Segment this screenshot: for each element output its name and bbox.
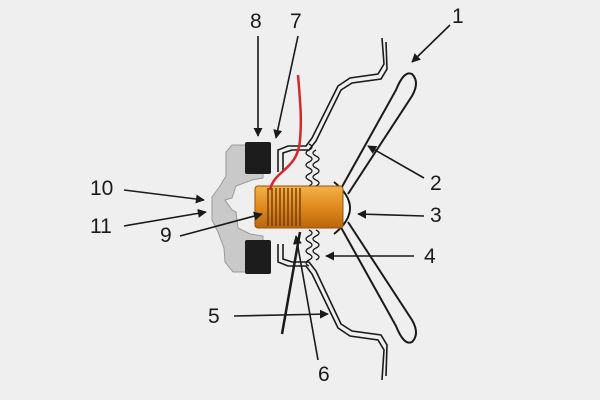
cone xyxy=(337,72,417,344)
voice-coil-windings xyxy=(267,188,301,226)
label-8: 8 xyxy=(250,10,262,33)
gap-line xyxy=(280,231,302,335)
lead-wire xyxy=(268,74,303,191)
arrow-6 xyxy=(292,235,319,361)
label-3: 3 xyxy=(430,204,442,227)
arrow-3 xyxy=(357,209,425,219)
arrow-11 xyxy=(123,208,207,227)
magnet-bottom xyxy=(245,240,271,274)
arrow-1 xyxy=(411,24,451,63)
magnet-top xyxy=(245,142,271,174)
arrow-2 xyxy=(367,145,425,179)
label-2: 2 xyxy=(430,172,442,195)
label-6: 6 xyxy=(318,363,330,386)
leader-arrows xyxy=(123,24,451,361)
label-11: 11 xyxy=(90,215,112,238)
frame xyxy=(277,37,388,381)
label-10: 10 xyxy=(90,177,113,200)
label-1: 1 xyxy=(452,5,464,28)
label-4: 4 xyxy=(424,245,436,268)
arrow-10 xyxy=(123,189,205,204)
label-5: 5 xyxy=(208,305,220,328)
arrow-7 xyxy=(273,35,299,139)
spider-bottom xyxy=(305,229,320,267)
arrow-5 xyxy=(233,309,329,319)
label-7: 7 xyxy=(290,10,302,33)
spider-top xyxy=(305,143,320,187)
arrow-9 xyxy=(179,211,263,237)
voice-coil-former xyxy=(254,185,344,229)
label-9: 9 xyxy=(160,224,172,247)
